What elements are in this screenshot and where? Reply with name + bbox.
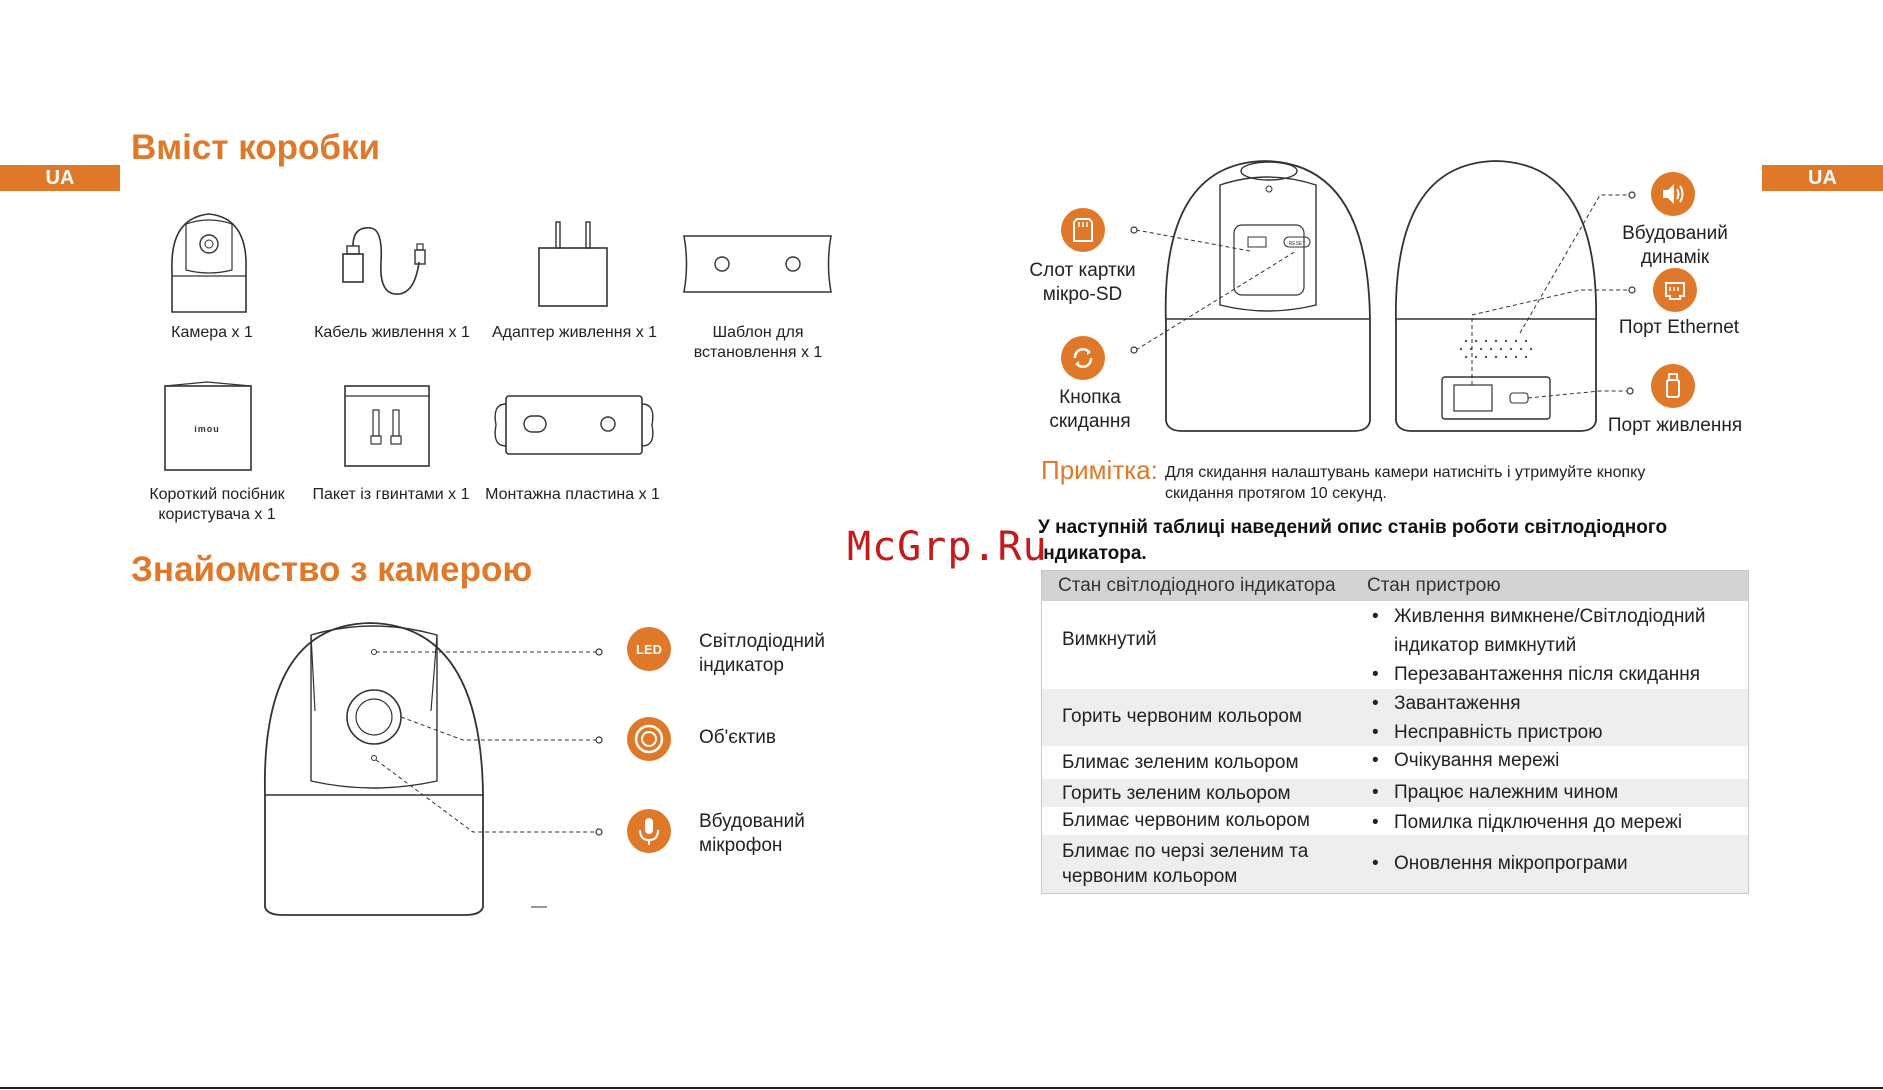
device-state-list: Завантаження Несправність пристрою (1368, 689, 1602, 747)
note-text: Для скидання налаштувань камери натисніт… (1165, 464, 1646, 502)
device-state-item: Несправність пристрою (1368, 718, 1602, 747)
item-caption-plate: Монтажна пластина x 1 (485, 486, 660, 503)
power-port-icon (1651, 364, 1695, 408)
camera-front-illustration (264, 622, 603, 916)
language-tab-right: UA (1762, 165, 1883, 191)
item-caption-guide: Короткий посібник користувача x 1 (149, 486, 285, 523)
device-state-item: Помилка підключення до мережі (1368, 808, 1682, 837)
led-icon: LED (627, 627, 671, 671)
table-intro-text: У наступній таблиці наведений опис стані… (1038, 517, 1668, 564)
power-cable-illustration (342, 227, 426, 295)
item-caption-cable: Кабель живлення x 1 (314, 324, 470, 341)
device-state-list: Живлення вимкнене/Світлодіодний індикато… (1368, 602, 1743, 689)
device-state-item: Працює належним чином (1368, 778, 1618, 807)
led-callout-label: Світлодіодний індикатор (699, 631, 826, 676)
microphone-callout-label: Вбудований мікрофон (699, 811, 805, 856)
device-state-item: Завантаження (1368, 689, 1602, 718)
led-state-cell: Блимає червоним кольором (1062, 810, 1310, 831)
microsd-slot-label: Слот картки мікро-SD (1029, 260, 1136, 305)
device-state-list: Очікування мережі (1368, 746, 1559, 775)
power-port-label: Порт живлення (1607, 415, 1743, 436)
note-label: Примітка: (1041, 455, 1158, 485)
table-row: Горить червоним кольором Завантаження Не… (1042, 689, 1748, 747)
led-state-cell: Вимкнутий (1062, 629, 1157, 650)
led-status-table: Стан світлодіодного індикатора Стан прис… (1041, 570, 1749, 894)
camera-overview-title: Знайомство з камерою (131, 550, 533, 589)
speaker-icon (1651, 172, 1695, 216)
led-state-cell: Горить червоним кольором (1062, 706, 1302, 727)
item-caption-screws: Пакет із гвинтами x 1 (312, 486, 470, 503)
device-state-item: Перезавантаження після скидання (1368, 660, 1743, 689)
led-badge-text: LED (636, 642, 662, 657)
table-row: Блимає червоним кольором Помилка підключ… (1042, 807, 1748, 837)
watermark: McGrp.Ru (847, 524, 1048, 570)
item-caption-adapter: Адаптер живлення x 1 (491, 324, 658, 341)
language-tab-label: UA (1808, 167, 1837, 189)
camera-illustration (171, 213, 247, 313)
ethernet-port-label: Порт Ethernet (1618, 317, 1740, 338)
lens-callout-label: Об'єктив (699, 727, 776, 748)
speaker-label: Вбудований динамік (1622, 223, 1728, 268)
item-caption-camera: Камера x 1 (171, 324, 253, 341)
led-state-cell: Блимає зеленим кольором (1062, 752, 1299, 773)
table-row: Блимає зеленим кольором Очікування мереж… (1042, 746, 1748, 779)
device-state-item: Оновлення мікропрограми (1368, 849, 1628, 878)
device-state-item: Очікування мережі (1368, 746, 1559, 775)
device-state-item: Живлення вимкнене/Світлодіодний індикато… (1368, 602, 1743, 660)
sd-card-icon (1061, 208, 1105, 252)
header-device-state: Стан пристрою (1367, 575, 1501, 596)
reset-label: RESET (1289, 241, 1306, 247)
item-caption-template: Шаблон для встановлення x 1 (693, 324, 823, 361)
power-adapter-illustration (538, 221, 608, 307)
reset-icon (1061, 336, 1105, 380)
table-header: Стан світлодіодного індикатора Стан прис… (1042, 571, 1748, 601)
table-row: Блимає по черзі зеленим та червоним коль… (1042, 835, 1748, 893)
screw-pack-illustration (344, 385, 430, 467)
table-row: Вимкнутий Живлення вимкнене/Світлодіодни… (1042, 601, 1748, 689)
camera-ports-illustration: RESET (1130, 160, 1636, 432)
imou-logo: imou (194, 424, 220, 434)
mounting-template-illustration (683, 235, 832, 293)
device-state-list: Працює належним чином (1368, 778, 1618, 807)
reset-button-label: Кнопка скидання (1049, 387, 1131, 432)
device-state-list: Оновлення мікропрограми (1368, 849, 1628, 878)
led-state-cell: Горить зеленим кольором (1062, 783, 1291, 804)
ethernet-icon (1653, 268, 1697, 312)
header-led-state: Стан світлодіодного індикатора (1058, 575, 1336, 596)
table-row: Горить зеленим кольором Працює належним … (1042, 778, 1748, 807)
user-guide-illustration: imou (164, 381, 252, 471)
device-state-list: Помилка підключення до мережі (1368, 808, 1682, 837)
lens-icon (627, 717, 671, 761)
box-contents-title: Вміст коробки (131, 128, 381, 167)
language-tab-label: UA (45, 167, 75, 189)
led-state-cell: Блимає по черзі зеленим та червоним коль… (1062, 841, 1309, 887)
microphone-icon (627, 809, 671, 853)
page-bottom-rule (0, 1087, 1883, 1089)
language-tab-left: UA (0, 165, 120, 191)
mounting-plate-illustration (494, 395, 654, 455)
